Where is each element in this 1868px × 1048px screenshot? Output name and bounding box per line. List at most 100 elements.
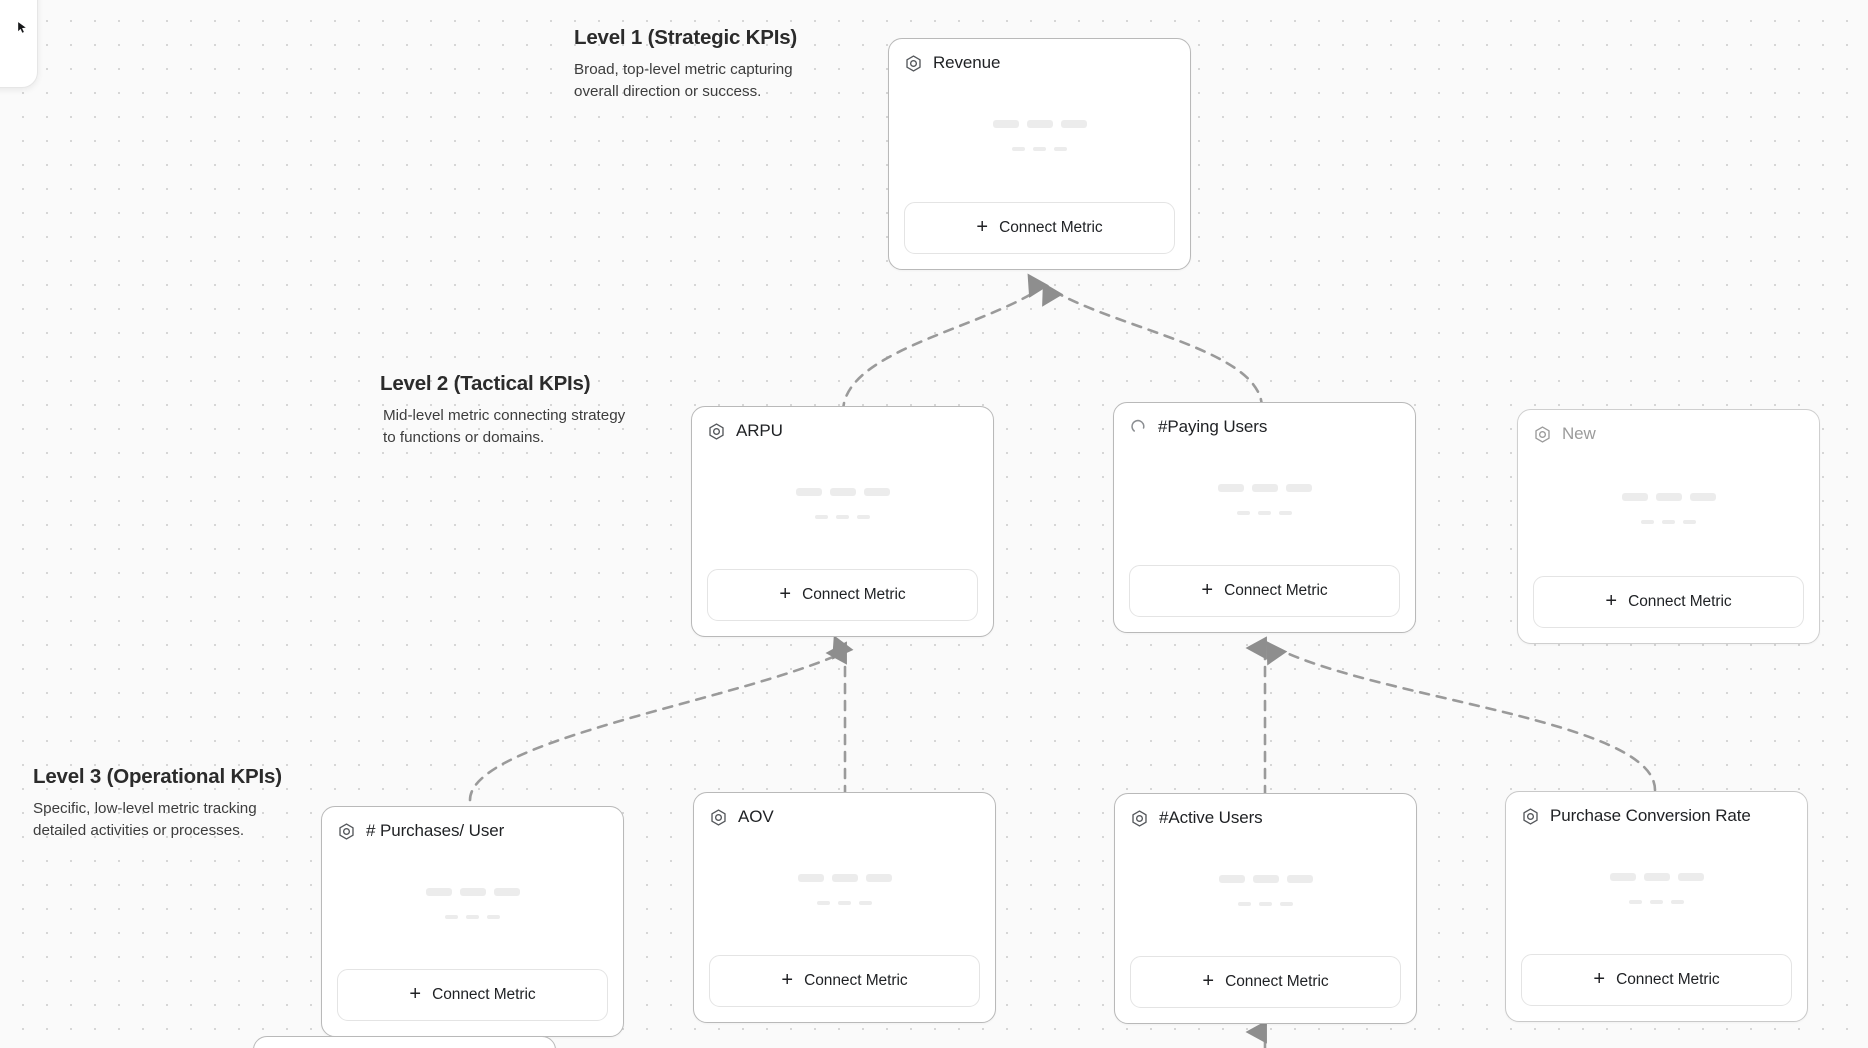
skeleton-bar — [1217, 483, 1244, 492]
connect-metric-label: Connect Metric — [1225, 973, 1329, 990]
card-title: Revenue — [933, 53, 1001, 72]
card-header: New — [1533, 424, 1804, 444]
plus-icon: + — [976, 216, 989, 238]
connect-metric-label: Connect Metric — [432, 986, 536, 1003]
skeleton-bar — [1238, 901, 1251, 906]
plus-icon: + — [781, 969, 794, 991]
skeleton-row-secondary — [1629, 899, 1684, 904]
cursor-pointer-icon[interactable] — [16, 21, 29, 34]
plus-icon: + — [779, 583, 792, 605]
card-skeleton-body — [1129, 437, 1400, 565]
loading-spinner-icon — [1129, 418, 1148, 437]
skeleton-bar — [1258, 510, 1271, 515]
connect-metric-button[interactable]: + Connect Metric — [1129, 565, 1400, 617]
skeleton-bar — [1641, 519, 1654, 524]
connect-metric-button[interactable]: + Connect Metric — [337, 969, 608, 1021]
card-skeleton-body — [904, 73, 1175, 202]
plus-icon: + — [1593, 968, 1606, 990]
card-header: Purchase Conversion Rate — [1521, 806, 1792, 826]
skeleton-bar — [1609, 872, 1636, 881]
skeleton-bar — [493, 887, 520, 896]
skeleton-bar — [1279, 510, 1292, 515]
hexagon-metric-icon — [1130, 809, 1149, 828]
level-2-description: Mid-level metric connecting strategy to … — [383, 407, 626, 446]
card-title: #Active Users — [1159, 808, 1263, 827]
skeleton-bar — [1655, 492, 1682, 501]
skeleton-bar — [1629, 899, 1642, 904]
skeleton-row-primary — [1609, 872, 1704, 881]
connect-metric-button[interactable]: + Connect Metric — [1533, 576, 1804, 628]
connect-metric-button[interactable]: + Connect Metric — [1130, 956, 1401, 1008]
card-skeleton-body — [1521, 826, 1792, 954]
card-skeleton-body — [709, 827, 980, 955]
skeleton-bar — [459, 887, 486, 896]
metric-card-paying-users[interactable]: #Paying Users + Connect Metric — [1113, 402, 1416, 633]
skeleton-row-secondary — [1237, 510, 1292, 515]
hexagon-metric-icon — [707, 422, 726, 441]
skeleton-bar — [817, 900, 830, 905]
card-skeleton-body — [1533, 444, 1804, 576]
skeleton-bar — [1054, 147, 1067, 151]
plus-icon: + — [1605, 590, 1618, 612]
skeleton-bar — [1643, 872, 1670, 881]
skeleton-bar — [425, 887, 452, 896]
card-header: #Active Users — [1130, 808, 1401, 828]
card-title: # Purchases/ User — [366, 821, 505, 840]
skeleton-bar — [838, 900, 851, 905]
skeleton-bar — [863, 487, 890, 496]
skeleton-row-primary — [1218, 874, 1313, 883]
skeleton-bar — [445, 914, 458, 919]
skeleton-row-secondary — [815, 514, 870, 519]
metric-card-aov[interactable]: AOV + Connect Metric — [693, 792, 996, 1023]
skeleton-bar — [992, 120, 1019, 128]
hexagon-metric-icon — [709, 808, 728, 827]
connect-metric-button[interactable]: + Connect Metric — [707, 569, 978, 621]
skeleton-bar — [1218, 874, 1245, 883]
metric-card-arpu[interactable]: ARPU + Connect Metric — [691, 406, 994, 637]
skeleton-row-primary — [797, 873, 892, 882]
skeleton-bar — [1280, 901, 1293, 906]
skeleton-row-secondary — [817, 900, 872, 905]
connect-metric-label: Connect Metric — [804, 972, 908, 989]
skeleton-bar — [1060, 120, 1087, 128]
hexagon-metric-icon — [1521, 807, 1540, 826]
metric-card-purchases-per-user[interactable]: # Purchases/ User + Connect Metric — [321, 806, 624, 1037]
plus-icon: + — [1201, 579, 1214, 601]
skeleton-bar — [797, 873, 824, 882]
skeleton-bar — [1650, 899, 1663, 904]
skeleton-bar — [1662, 519, 1675, 524]
skeleton-bar — [1671, 899, 1684, 904]
skeleton-bar — [1237, 510, 1250, 515]
connect-metric-button[interactable]: + Connect Metric — [904, 202, 1175, 254]
floating-toolbar-panel[interactable] — [0, 0, 38, 88]
card-header: AOV — [709, 807, 980, 827]
level-1-description: Broad, top-level metric capturing overal… — [574, 61, 793, 100]
metric-card-new[interactable]: New + Connect Metric — [1517, 409, 1820, 644]
card-title: #Paying Users — [1158, 417, 1268, 436]
skeleton-row-primary — [425, 887, 520, 896]
connect-metric-button[interactable]: + Connect Metric — [709, 955, 980, 1007]
skeleton-bar — [865, 873, 892, 882]
skeleton-bar — [1033, 147, 1046, 151]
connect-metric-button[interactable]: + Connect Metric — [1521, 954, 1792, 1006]
hexagon-metric-icon — [1533, 425, 1552, 444]
skeleton-bar — [1689, 492, 1716, 501]
level-1-title: Level 1 (Strategic KPIs) — [574, 26, 798, 49]
skeleton-bar — [1683, 519, 1696, 524]
level-2-descriptor: Level 2 (Tactical KPIs) Mid-level metric… — [380, 372, 629, 448]
metric-card-offscreen-bottom-left[interactable] — [253, 1036, 556, 1048]
metric-card-purchase-conversion-rate[interactable]: Purchase Conversion Rate + Connect Metri… — [1505, 791, 1808, 1022]
skeleton-bar — [836, 514, 849, 519]
card-header: # Purchases/ User — [337, 821, 608, 841]
connect-metric-label: Connect Metric — [1616, 971, 1720, 988]
metric-card-revenue[interactable]: Revenue + Connect Metric — [888, 38, 1191, 270]
skeleton-bar — [1677, 872, 1704, 881]
skeleton-bar — [1026, 120, 1053, 128]
skeleton-row-primary — [1217, 483, 1312, 492]
skeleton-bar — [1259, 901, 1272, 906]
metric-card-active-users[interactable]: #Active Users + Connect Metric — [1114, 793, 1417, 1024]
card-title: AOV — [738, 807, 774, 826]
card-header: ARPU — [707, 421, 978, 441]
plus-icon: + — [1202, 970, 1215, 992]
